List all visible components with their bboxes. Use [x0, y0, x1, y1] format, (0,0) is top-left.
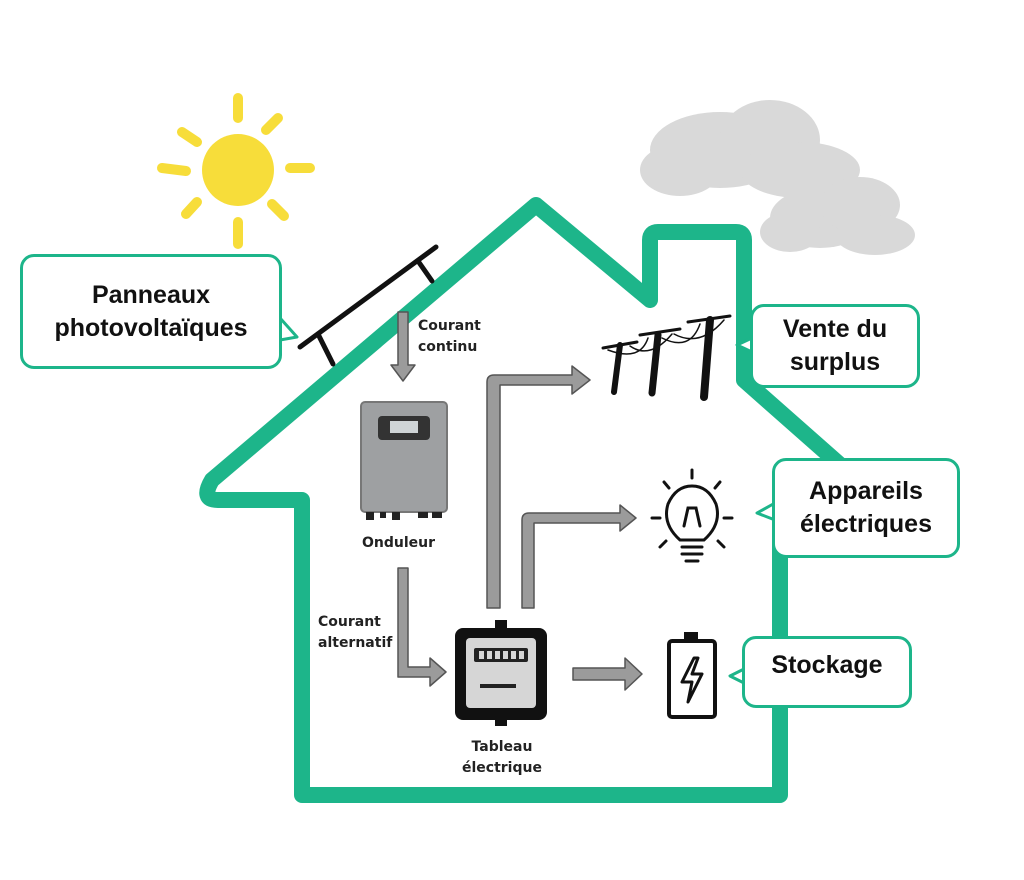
dc-line1: Courant	[418, 318, 481, 334]
electric-meter-icon	[455, 620, 547, 726]
callout-photovoltaic-panels: Panneaux photovoltaïques	[20, 254, 282, 369]
callout-surplus-line1: Vente du	[782, 315, 888, 343]
panel-board-label: Tableau électrique	[462, 737, 542, 779]
dc-line2: continu	[418, 339, 478, 355]
arrow-dc	[390, 311, 416, 382]
arrow-ac	[397, 567, 447, 687]
arrow-appliances	[521, 504, 637, 609]
callout-surplus-sale: Vente du surplus	[750, 304, 920, 388]
callout-appliances-line2: électriques	[799, 510, 932, 538]
callout-panels-line1: Panneaux	[91, 280, 211, 309]
callout-storage-label: Stockage	[771, 651, 883, 679]
inverter-icon	[360, 401, 448, 520]
inverter-label: Onduleur	[362, 535, 436, 551]
arrows	[390, 311, 643, 691]
panel-board-line2: électrique	[462, 760, 542, 776]
arrow-storage	[572, 657, 643, 691]
callout-appliances: Appareils électriques	[772, 458, 960, 558]
callout-panels-line2: photovoltaïques	[54, 313, 248, 342]
ac-current-label: Courant alternatif	[318, 612, 392, 654]
callout-storage: Stockage	[742, 636, 912, 708]
power-lines-icon	[601, 314, 732, 401]
panel-board-line1: Tableau	[471, 739, 533, 755]
cloud-icon	[640, 100, 915, 255]
ac-line2: alternatif	[318, 635, 393, 651]
solar-panel-icon	[297, 244, 439, 367]
sun-icon	[157, 93, 315, 249]
callout-surplus-line2: surplus	[789, 348, 881, 376]
battery-icon	[667, 632, 717, 719]
arrow-surplus	[486, 365, 591, 609]
light-bulb-icon	[650, 468, 734, 563]
ac-line1: Courant	[318, 614, 381, 630]
callout-appliances-line1: Appareils	[809, 477, 923, 505]
dc-current-label: Courant continu	[418, 316, 481, 358]
